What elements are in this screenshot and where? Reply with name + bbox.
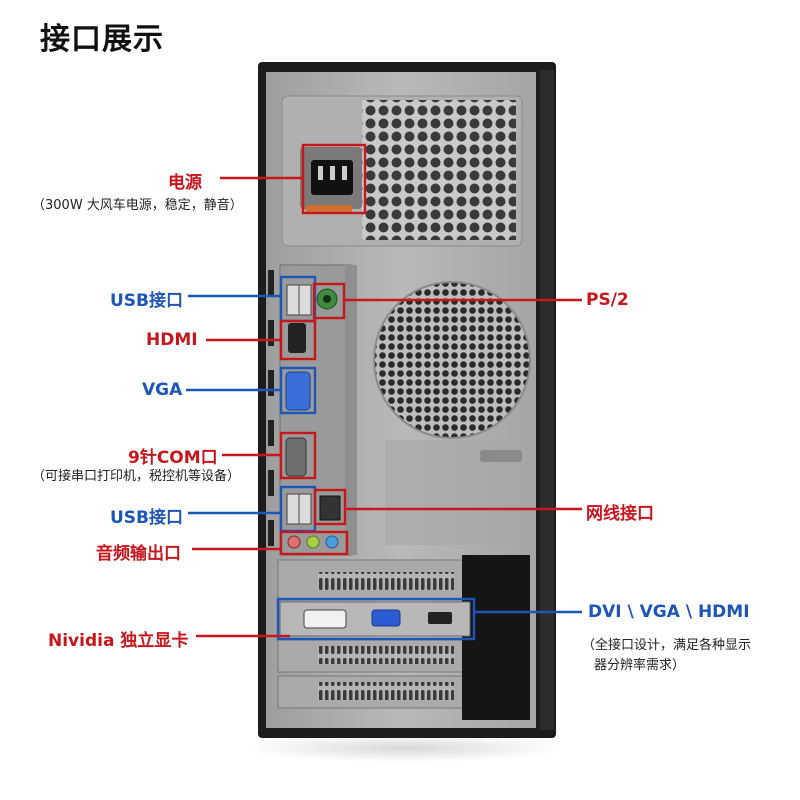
audio-highlight: [279, 530, 349, 556]
gpu-bracket: [279, 601, 471, 637]
vga-port: [285, 371, 311, 411]
note-gpu-ports-1: （全接口设计，满足各种显示: [582, 638, 752, 653]
label-audio: 音频输出口: [96, 544, 181, 564]
lan-highlight: [313, 488, 347, 526]
label-power: 电源: [168, 173, 202, 193]
gpu-hdmi-port: [428, 612, 452, 624]
case-side-vents: [268, 270, 274, 546]
power-supply: [281, 95, 523, 247]
io-ports: [285, 284, 341, 549]
gpu-vga-port: [371, 609, 401, 627]
label-gpu-ports: DVI \ VGA \ HDMI: [588, 602, 750, 622]
usb-port-top-1: [286, 284, 300, 316]
fan-grill: [373, 281, 531, 439]
label-hdmi: HDMI: [146, 330, 198, 350]
page-title: 接口展示: [40, 22, 164, 57]
label-usb-bottom: USB接口: [110, 508, 184, 528]
label-gpu: Nividia 独立显卡: [48, 631, 189, 651]
dvi-port: [303, 609, 347, 629]
label-vga: VGA: [142, 380, 183, 400]
usb-port-bottom-2: [298, 493, 312, 525]
connector-lines: [186, 176, 582, 638]
note-power: （300W 大风车电源，稳定，静音）: [32, 198, 243, 213]
audio-jack-green: [306, 535, 320, 549]
audio-jack-pink: [287, 535, 301, 549]
label-ps2: PS/2: [586, 290, 629, 310]
hdmi-port: [288, 323, 306, 353]
audio-jack-blue: [325, 535, 339, 549]
lan-port: [319, 495, 341, 521]
label-lan: 网线接口: [586, 504, 654, 524]
note-com: （可接串口打印机，税控机等设备）: [32, 469, 241, 484]
label-usb-top: USB接口: [110, 291, 184, 311]
usb-port-bottom-1: [286, 493, 300, 525]
case-latch: [480, 450, 522, 462]
com-port: [285, 437, 307, 477]
label-com: 9针COM口: [128, 448, 218, 468]
usb-port-top-2: [298, 284, 312, 316]
case-shadow: [245, 734, 565, 762]
gpu-ports-highlight: [276, 597, 476, 641]
expansion-slots: [277, 555, 530, 720]
note-gpu-ports-2: 器分辨率需求）: [594, 658, 686, 673]
